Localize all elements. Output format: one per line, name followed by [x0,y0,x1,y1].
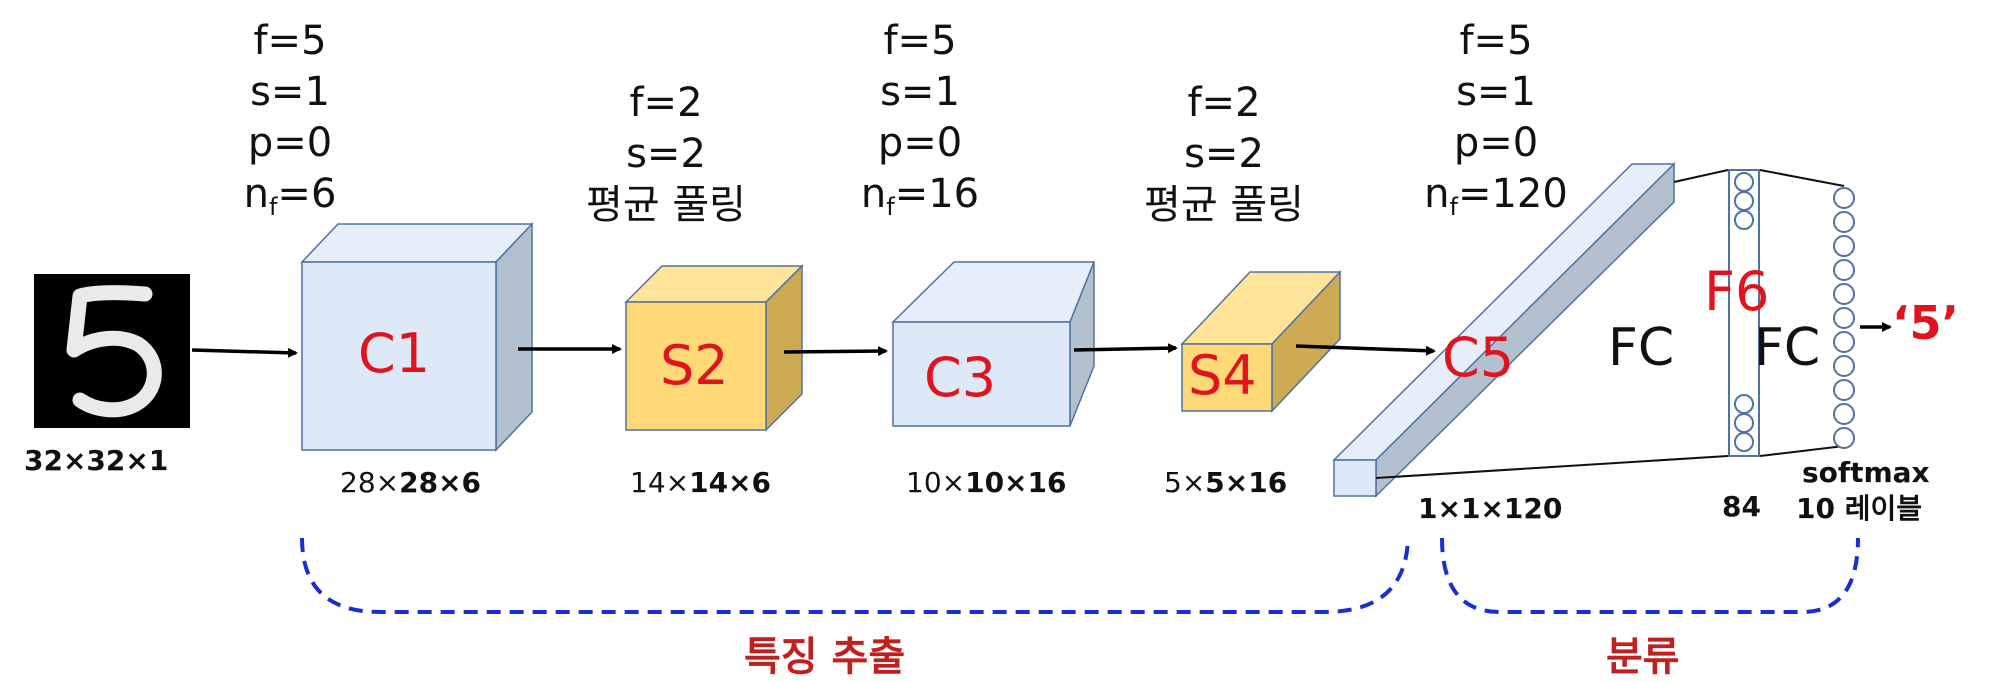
classification-brace [1440,537,1860,614]
f6-neuron-column [1728,169,1760,457]
s2-pool-type: 평균 풀링 [586,182,746,228]
classification-label: 분류 [1606,634,1680,680]
c5-dims: 1×1×120 [1418,492,1563,525]
c3-dims: 10×10×16 [906,466,1067,499]
f6-label: F6 [1704,260,1770,323]
c3-padding: p=0 [877,120,963,166]
c5-label: C5 [1442,326,1515,389]
c3-num-filters: nf=16 [860,171,980,221]
flow-arrows [191,322,1892,358]
c3-stride: s=1 [880,69,960,115]
s4-block [1180,270,1342,413]
s4-params: f=2 s=2 평균 풀링 [1114,78,1334,231]
c1-dims: 28×28×6 [340,466,482,499]
c3-label: C3 [924,346,997,409]
c5-block [1332,162,1676,498]
c1-stride: s=1 [250,69,330,115]
input-image [34,274,190,428]
arrow-c3-to-s4 [1073,343,1178,354]
c3-block [891,261,1096,427]
c1-num-filters: nf=6 [243,171,337,221]
fc-connections [1375,169,1845,479]
s4-pool-type: 평균 풀링 [1144,182,1304,228]
c1-padding: p=0 [247,120,333,166]
c1-filter-size: f=5 [253,18,327,64]
feature-extraction-brace [300,537,1410,614]
c3-params: f=5 s=1 p=0 nf=16 [830,16,1010,233]
s4-stride: s=2 [1184,131,1264,177]
fc1-label: FC [1608,318,1675,378]
output-neuron-column [1833,187,1855,449]
s4-filter-size: f=2 [1187,80,1261,126]
c5-params: f=5 s=1 p=0 nf=120 [1396,16,1596,233]
s2-label: S2 [660,334,729,397]
c5-stride: s=1 [1456,69,1536,115]
c5-num-filters: nf=120 [1424,171,1568,221]
c1-block [300,222,534,452]
s2-stride: s=2 [626,131,706,177]
fc2-label: FC [1754,318,1821,378]
arrow-s4-to-c5 [1295,344,1436,356]
s2-filter-size: f=2 [629,80,703,126]
feature-extraction-label: 특징 추출 [744,634,906,680]
c5-filter-size: f=5 [1459,18,1533,64]
s4-dims: 5×5×16 [1164,466,1288,499]
c1-params: f=5 s=1 p=0 nf=6 [200,16,380,233]
f6-units: 84 [1722,490,1761,523]
s2-block [624,264,804,432]
classes-label: 10 레이블 [1796,492,1922,525]
s4-label: S4 [1188,344,1257,407]
prediction-label: ‘5’ [1892,296,1959,350]
arrow-s2-to-c3 [783,346,888,357]
arrow-input-to-c1 [191,347,298,358]
s2-dims: 14×14×6 [630,466,772,499]
c3-filter-size: f=5 [883,18,957,64]
c1-label: C1 [358,322,431,385]
softmax-label: softmax [1802,456,1930,489]
s2-params: f=2 s=2 평균 풀링 [556,78,776,231]
c5-padding: p=0 [1453,120,1539,166]
input-dims: 32×32×1 [24,444,169,477]
